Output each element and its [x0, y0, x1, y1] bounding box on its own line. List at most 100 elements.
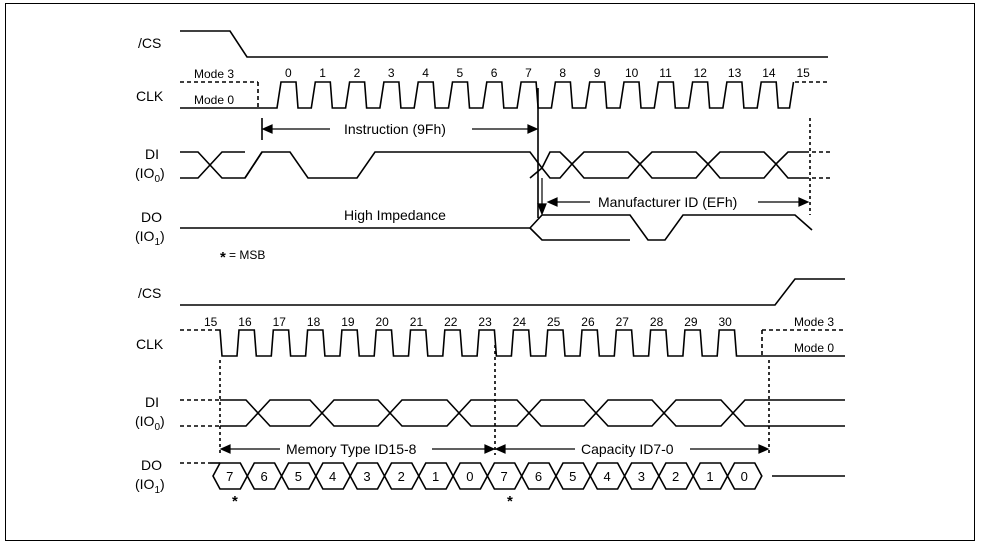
- do-bit-label: 4: [603, 469, 610, 484]
- do-bit-label: 2: [672, 469, 679, 484]
- clk-bottom-number: 23: [478, 315, 492, 329]
- clk-top-number: 3: [388, 66, 395, 80]
- clk-top-number: 1: [319, 66, 326, 80]
- clk-top-number: 12: [694, 66, 708, 80]
- clk-top-label: CLK: [136, 88, 164, 104]
- do-bit-label: 0: [466, 469, 473, 484]
- do-top-waveform: [180, 214, 813, 241]
- clk-top-number: 14: [762, 66, 776, 80]
- memory-arrow-left-head: [219, 444, 231, 454]
- di-bottom-label: DI: [145, 394, 159, 410]
- clk-top-number: 13: [728, 66, 742, 80]
- di-top-upper-left: [180, 151, 543, 179]
- do-bottom-label: DO: [141, 457, 162, 473]
- do-bit-label: 0: [741, 469, 748, 484]
- clk-top-number: 6: [491, 66, 498, 80]
- manufacturer-label: Manufacturer ID (EFh): [598, 194, 737, 210]
- clk-bottom-number: 21: [410, 315, 424, 329]
- clk-bottom-number: 30: [719, 315, 733, 329]
- instruction-label: Instruction (9Fh): [344, 121, 446, 137]
- clk-bottom-number: 17: [273, 315, 287, 329]
- clk-bottom-waveform: [215, 329, 762, 357]
- capacity-arrow-left-head: [494, 444, 506, 454]
- memory-arrow-right-head: [484, 444, 496, 454]
- instruction-arrow-left-head: [261, 124, 273, 134]
- do-bottom-sub: (IO1): [135, 476, 165, 496]
- diagram-frame: [5, 3, 975, 541]
- do-bottom-bus: [210, 462, 763, 490]
- di-top-upper-right: [541, 151, 805, 169]
- clk-top-mode3: Mode 3: [194, 67, 234, 81]
- do-bit-label: 7: [501, 469, 508, 484]
- do-bit-label: 6: [260, 469, 267, 484]
- do-bit-label: 4: [329, 469, 336, 484]
- clk-top-number: 15: [797, 66, 811, 80]
- di-top-lower-left: [180, 151, 245, 179]
- clk-top-number: 8: [559, 66, 566, 80]
- cs-bottom-waveform: [180, 278, 845, 306]
- do-top-lower: [529, 227, 630, 241]
- clk-bottom-mode0: Mode 0: [794, 341, 834, 355]
- msb-legend: = MSB: [229, 248, 265, 262]
- clk-bottom-label: CLK: [136, 336, 164, 352]
- clk-top-number: 7: [525, 66, 532, 80]
- cs-top-label: /CS: [138, 35, 161, 51]
- do-bit-label: 2: [398, 469, 405, 484]
- do-bit-label: 1: [706, 469, 713, 484]
- clk-bottom-number: 28: [650, 315, 664, 329]
- do-bottom-bit-labels: 7 6 5 4 3 2 1 0 7 6 5 4 3 2 1 0: [226, 469, 748, 484]
- do-top-sub: (IO1): [135, 228, 165, 248]
- do-bit-cell: [726, 462, 763, 490]
- di-bottom-lower: [220, 411, 845, 427]
- di-bottom-sub: (IO0): [135, 413, 165, 433]
- do-top-label: DO: [141, 209, 162, 225]
- di-top-lower-right: [529, 162, 805, 179]
- manufacturer-arrow-left-head: [546, 197, 558, 207]
- cs-bottom-label: /CS: [138, 285, 161, 301]
- do-bit-label: 1: [432, 469, 439, 484]
- di-top-label: DI: [145, 146, 159, 162]
- msb-star-1: *: [232, 493, 238, 510]
- clk-bottom-number: 15: [204, 315, 218, 329]
- di-bottom-upper: [220, 399, 845, 415]
- clk-bottom-number: 16: [238, 315, 252, 329]
- clk-bottom-number: 26: [581, 315, 595, 329]
- clk-bottom-number: 22: [444, 315, 458, 329]
- clk-top-waveform: [258, 81, 795, 109]
- clk-top-number: 2: [354, 66, 361, 80]
- clk-bottom-number: 29: [684, 315, 698, 329]
- cs-top-waveform: [180, 30, 828, 58]
- do-bit-label: 6: [535, 469, 542, 484]
- clk-bottom-number: 19: [341, 315, 355, 329]
- clk-bottom-number: 27: [616, 315, 630, 329]
- manufacturer-arrow-right-head: [798, 197, 810, 207]
- do-bit-label: 5: [295, 469, 302, 484]
- msb-star-2: *: [507, 493, 513, 510]
- high-impedance-label: High Impedance: [344, 207, 446, 223]
- clk-bottom-number: 24: [513, 315, 527, 329]
- di-top-sub: (IO0): [135, 165, 165, 185]
- msb-star: *: [220, 249, 226, 266]
- memory-type-label: Memory Type ID15-8: [286, 441, 417, 457]
- clk-bottom-number: 18: [307, 315, 321, 329]
- di-top-mid-join: [244, 151, 263, 179]
- capacity-arrow-right-head: [758, 444, 770, 454]
- instruction-arrow-right-head: [527, 124, 539, 134]
- clk-top-number: 11: [659, 66, 672, 80]
- capacity-label: Capacity ID7-0: [581, 441, 674, 457]
- do-bit-label: 7: [226, 469, 233, 484]
- do-bit-label: 3: [638, 469, 645, 484]
- clk-top-number: 0: [285, 66, 292, 80]
- clk-bottom-number: 20: [376, 315, 390, 329]
- clk-top-mode0: Mode 0: [194, 93, 234, 107]
- clk-bottom-number: 25: [547, 315, 561, 329]
- clk-bottom-mode3: Mode 3: [794, 315, 834, 329]
- clk-top-number: 10: [625, 66, 639, 80]
- clk-top-number: 4: [422, 66, 429, 80]
- do-bit-label: 5: [569, 469, 576, 484]
- clk-top-number: 9: [594, 66, 601, 80]
- clk-bottom-numbers: 15 16 17 18 19 20 21 22 23 24 25 26 27 28 29 30: [204, 315, 732, 329]
- do-bit-label: 3: [363, 469, 370, 484]
